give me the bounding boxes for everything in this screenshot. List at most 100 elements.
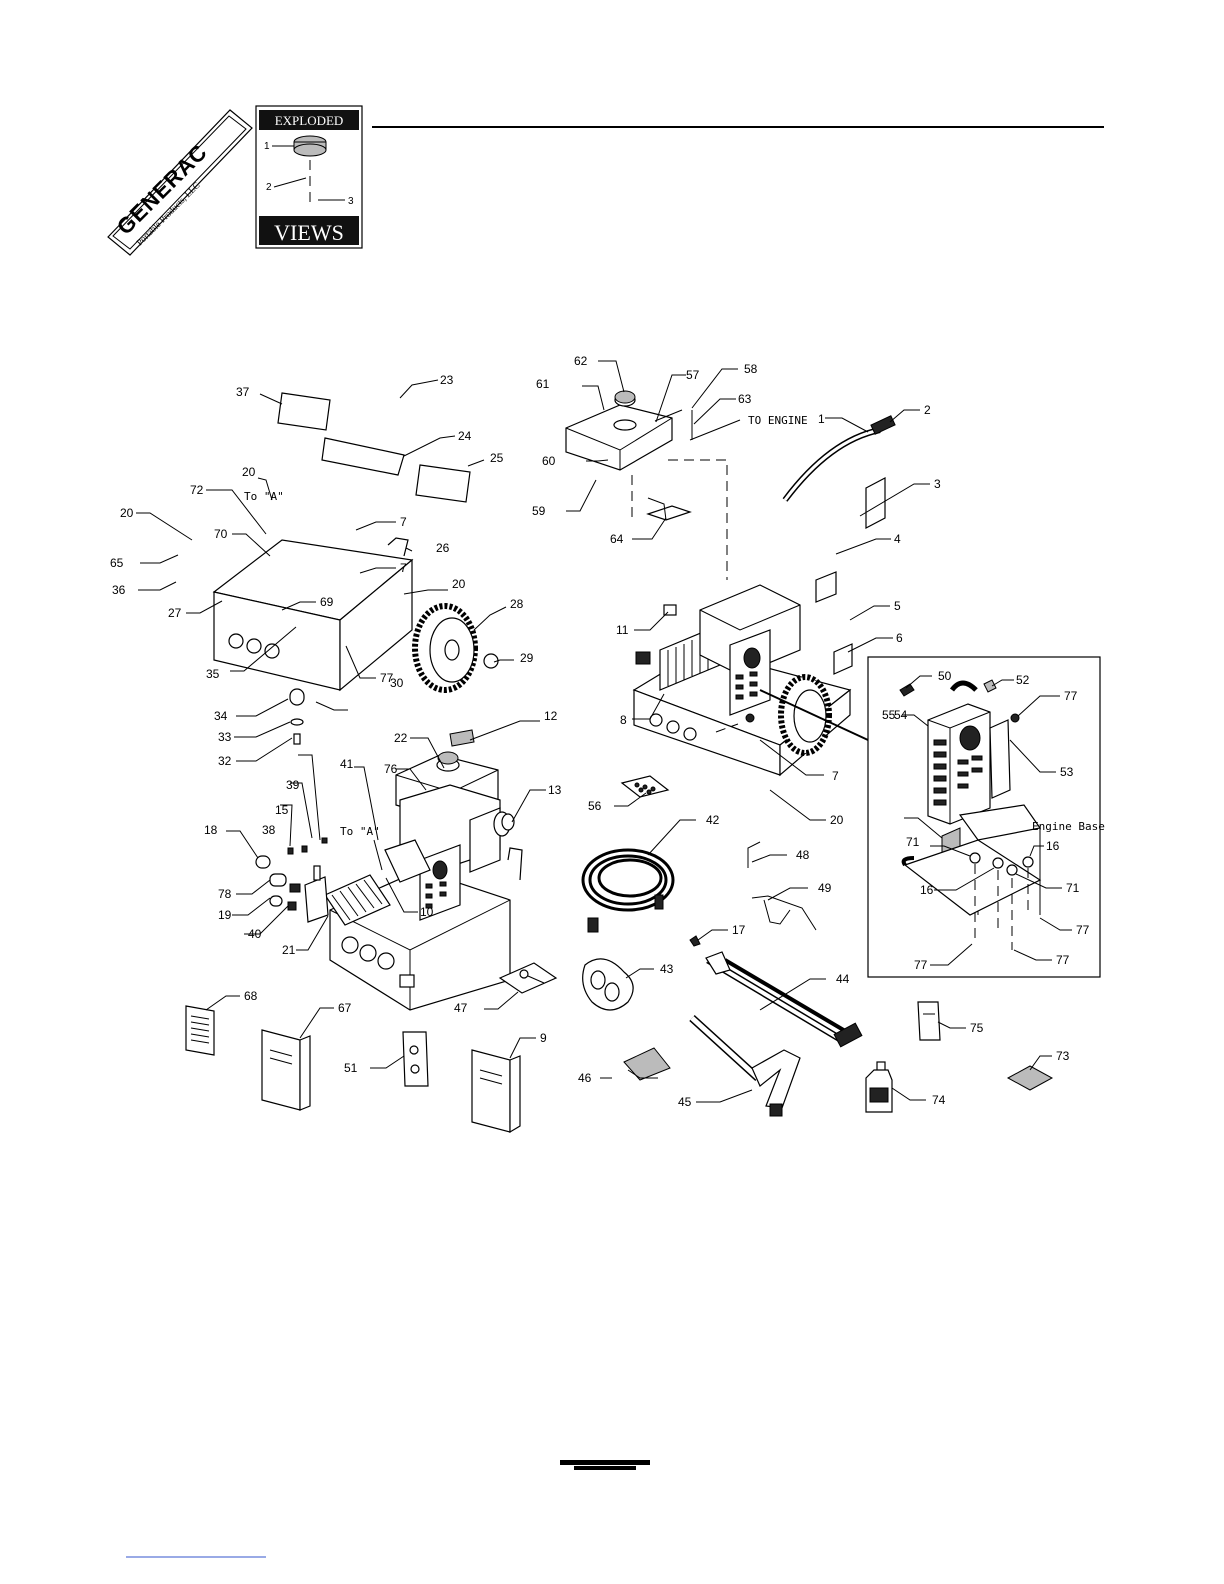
callout-10: 10 (420, 905, 434, 919)
cart-frame-drawing (212, 376, 414, 745)
callout-33: 33 (218, 730, 232, 744)
callout-78: 78 (218, 887, 232, 901)
manual-9 (471, 1049, 521, 1134)
generac-logo: GENERAC Portable Products, LLC (107, 109, 253, 256)
callout-27: 27 (168, 606, 182, 620)
wand-44 (705, 951, 863, 1048)
callout-74: 74 (932, 1093, 946, 1107)
callout-54: 54 (894, 708, 908, 722)
badge-bottom: VIEWS (274, 220, 344, 245)
tip-17 (689, 935, 701, 947)
decal-56 (620, 775, 670, 798)
callout-42: 42 (706, 813, 720, 827)
callout-51: 51 (344, 1061, 358, 1075)
callout-21: 21 (282, 943, 296, 957)
callout-72: 72 (190, 483, 204, 497)
callout-46: 46 (578, 1071, 592, 1085)
callout-38: 38 (262, 823, 276, 837)
page-number-bar-under (574, 1466, 636, 1470)
callout-7c: 7 (832, 769, 839, 783)
decal-12 (449, 729, 475, 747)
callout-55: 55 (882, 708, 896, 722)
decal-13 (501, 813, 515, 831)
callout-20b: 20 (120, 506, 134, 520)
callout-41: 41 (340, 757, 354, 771)
callout-2: 2 (924, 403, 931, 417)
callout-29: 29 (520, 651, 534, 665)
callout-9: 9 (540, 1031, 547, 1045)
callout-6: 6 (896, 631, 903, 645)
callout-20a: 20 (242, 465, 256, 479)
callout-37: 37 (236, 385, 250, 399)
callout-8: 8 (620, 713, 627, 727)
decal-25 (415, 464, 471, 503)
callout-3: 3 (934, 477, 941, 491)
callout-4: 4 (894, 532, 901, 546)
callout-5: 5 (894, 599, 901, 613)
document-68 (185, 1005, 215, 1056)
callout-7b: 7 (400, 561, 407, 575)
callout-77b: 77 (1064, 689, 1078, 703)
callout-61: 61 (536, 377, 550, 391)
callout-12: 12 (544, 709, 558, 723)
tool-bag-46 (623, 1047, 671, 1081)
callout-23: 23 (440, 373, 454, 387)
card-75 (917, 1001, 941, 1041)
callout-15: 15 (275, 803, 289, 817)
inset-leader (759, 689, 869, 741)
callout-75: 75 (970, 1021, 984, 1035)
wheel-28 (412, 603, 499, 693)
note-to-a-2: To "A" (340, 825, 380, 838)
callout-43: 43 (660, 962, 674, 976)
callout-59: 59 (532, 504, 546, 518)
callout-20d: 20 (830, 813, 844, 827)
leader-lines (136, 360, 1072, 1103)
callouts: 1 2 3 4 5 6 7 7 7 7 8 9 10 11 12 13 15 1… (110, 354, 1090, 1109)
badge-num-2: 2 (266, 182, 272, 193)
callout-52: 52 (1016, 673, 1030, 687)
callout-40: 40 (248, 927, 262, 941)
callout-18: 18 (204, 823, 218, 837)
callout-71b: 71 (1066, 881, 1080, 895)
bracket-48-49 (747, 841, 817, 931)
bracket-64 (646, 497, 692, 521)
callout-34: 34 (214, 709, 228, 723)
packet-73 (1006, 1065, 1054, 1091)
badge-num-3: 3 (348, 196, 354, 207)
callout-56: 56 (588, 799, 602, 813)
hardware-11 (663, 604, 677, 616)
callout-71a: 71 (906, 835, 920, 849)
badge-top: EXPLODED (275, 113, 344, 128)
callout-68: 68 (244, 989, 258, 1003)
nozzle-set-43 (582, 958, 634, 1011)
exploded-views-badge: EXPLODED VIEWS 1 2 3 (255, 105, 363, 249)
note-to-engine: TO ENGINE (748, 414, 808, 427)
manual-67 (261, 1029, 311, 1111)
callout-70: 70 (214, 527, 228, 541)
callout-16b: 16 (920, 883, 934, 897)
callout-26: 26 (436, 541, 450, 555)
callout-28: 28 (510, 597, 524, 611)
callout-7a: 7 (400, 515, 407, 529)
callout-48: 48 (796, 848, 810, 862)
callout-44: 44 (836, 972, 850, 986)
callout-30: 30 (390, 676, 404, 690)
callout-17: 17 (732, 923, 746, 937)
callout-32: 32 (218, 754, 232, 768)
callout-62: 62 (574, 354, 588, 368)
assembled-washer-drawing (632, 415, 896, 777)
callout-20c: 20 (452, 577, 466, 591)
callout-77c: 77 (1076, 923, 1090, 937)
engine-pump-assembly (255, 751, 523, 1011)
oil-bottle-74 (865, 1061, 893, 1113)
callout-77d: 77 (914, 958, 928, 972)
callout-47: 47 (454, 1001, 468, 1015)
callout-24: 24 (458, 429, 472, 443)
callout-65: 65 (110, 556, 124, 570)
page-number-bar (560, 1460, 650, 1465)
callout-50: 50 (938, 669, 952, 683)
decal-37 (277, 392, 331, 431)
callout-63: 63 (738, 392, 752, 406)
callout-53: 53 (1060, 765, 1074, 779)
